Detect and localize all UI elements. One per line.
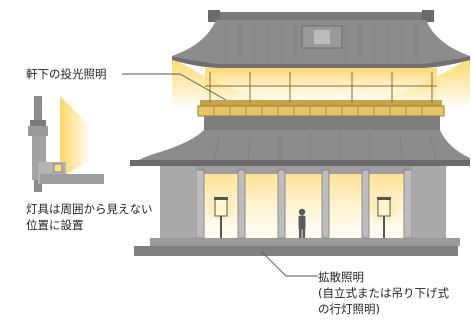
lantern-right: [369, 193, 399, 238]
label-diffuse-lighting: 拡散照明: [318, 270, 364, 284]
lower-roof: [130, 116, 470, 166]
label-fixture-note-line1: 灯具は周囲から見えない: [26, 202, 153, 216]
upper-story: [197, 68, 445, 117]
label-fixture-note-line2: 位置に設置: [26, 218, 84, 232]
leader-lines: [122, 73, 318, 277]
label-diffuse-detail-line2: の行灯照明): [318, 302, 380, 316]
label-eaves-floodlight: 軒下の投光照明: [26, 67, 107, 81]
fixture-section-detail: [28, 96, 104, 192]
person-silhouette: [298, 208, 306, 238]
label-diffuse-detail-line1: (自立式または吊り下げ式: [318, 286, 449, 300]
lantern-left: [206, 193, 236, 238]
stone-base: [134, 238, 460, 256]
lower-story: [160, 166, 446, 239]
